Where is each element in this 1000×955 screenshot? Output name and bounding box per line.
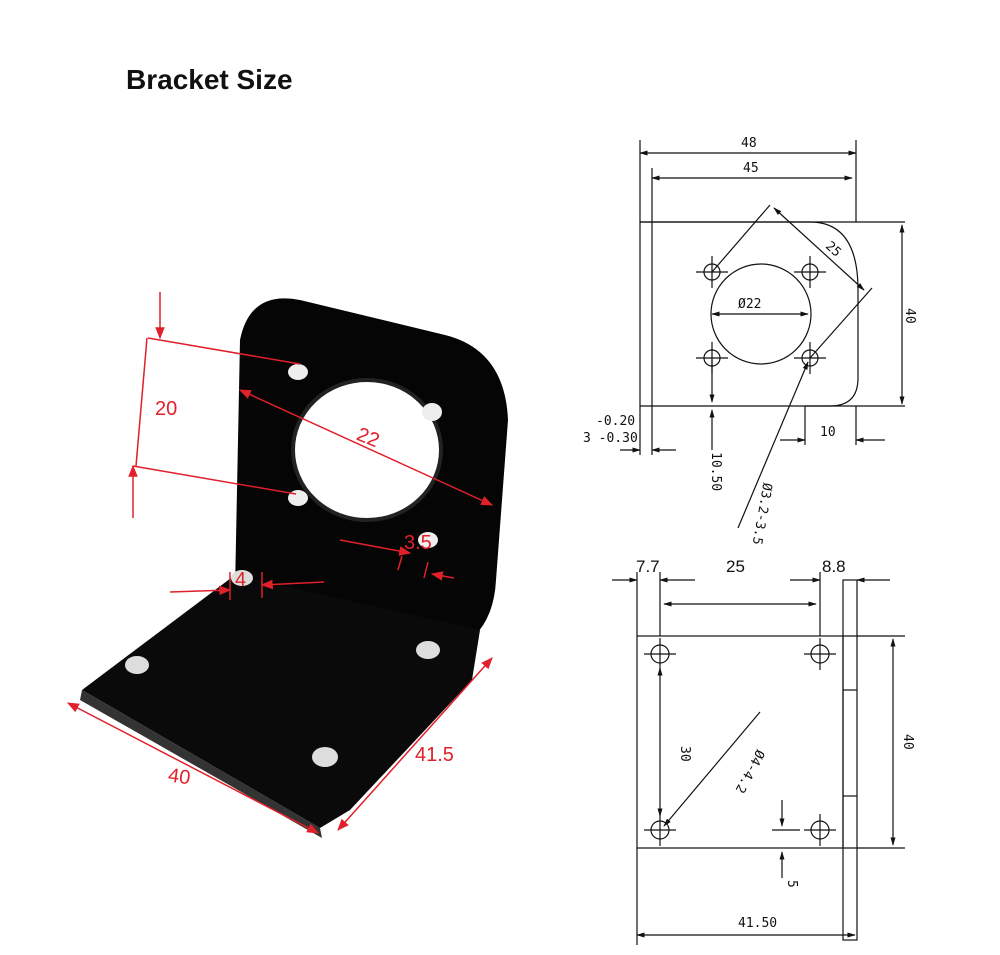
front-label-bore: Ø22 xyxy=(738,297,761,312)
front-label-10-50: 10.50 xyxy=(708,452,723,491)
front-label-40: 40 xyxy=(902,308,917,324)
base-label-holes: Ø4-4.2 xyxy=(732,747,767,796)
base-hole xyxy=(416,641,440,659)
page-title: Bracket Size xyxy=(126,64,293,95)
base-label-41-50: 41.50 xyxy=(738,916,777,931)
front-view-drawing xyxy=(620,140,905,529)
base-hole xyxy=(312,747,338,767)
vertical-hole xyxy=(288,364,308,380)
front-label-45: 45 xyxy=(743,161,759,176)
front-label-25: 25 xyxy=(822,239,844,261)
base-label-30: 30 xyxy=(677,746,692,762)
photo-label-41-5: 41.5 xyxy=(415,744,454,766)
base-hole xyxy=(231,570,253,586)
photo-label-40: 40 xyxy=(167,764,192,789)
base-label-40: 40 xyxy=(900,734,915,750)
photo-label-3-5: 3.5 xyxy=(404,532,432,554)
vertical-hole xyxy=(418,532,438,548)
front-label-tol-upper: -0.20 xyxy=(596,414,635,429)
front-label-10: 10 xyxy=(820,425,836,440)
vertical-hole xyxy=(422,403,442,421)
base-hole xyxy=(125,656,149,674)
photo-label-4: 4 xyxy=(235,569,246,591)
front-label-tol-lower: 3 -0.30 xyxy=(583,431,638,446)
base-label-25: 25 xyxy=(726,557,745,576)
front-label-48: 48 xyxy=(741,136,757,151)
photo-label-20: 20 xyxy=(155,398,177,420)
base-label-5: 5 xyxy=(784,880,799,888)
photo-dimensions xyxy=(66,292,494,834)
front-label-holes: Ø3.2-3.5 xyxy=(749,482,775,546)
base-label-8-8: 8.8 xyxy=(822,557,846,576)
base-view-drawing xyxy=(612,572,905,945)
base-label-7-7: 7.7 xyxy=(636,557,660,576)
bracket-bore-hole xyxy=(291,378,443,522)
